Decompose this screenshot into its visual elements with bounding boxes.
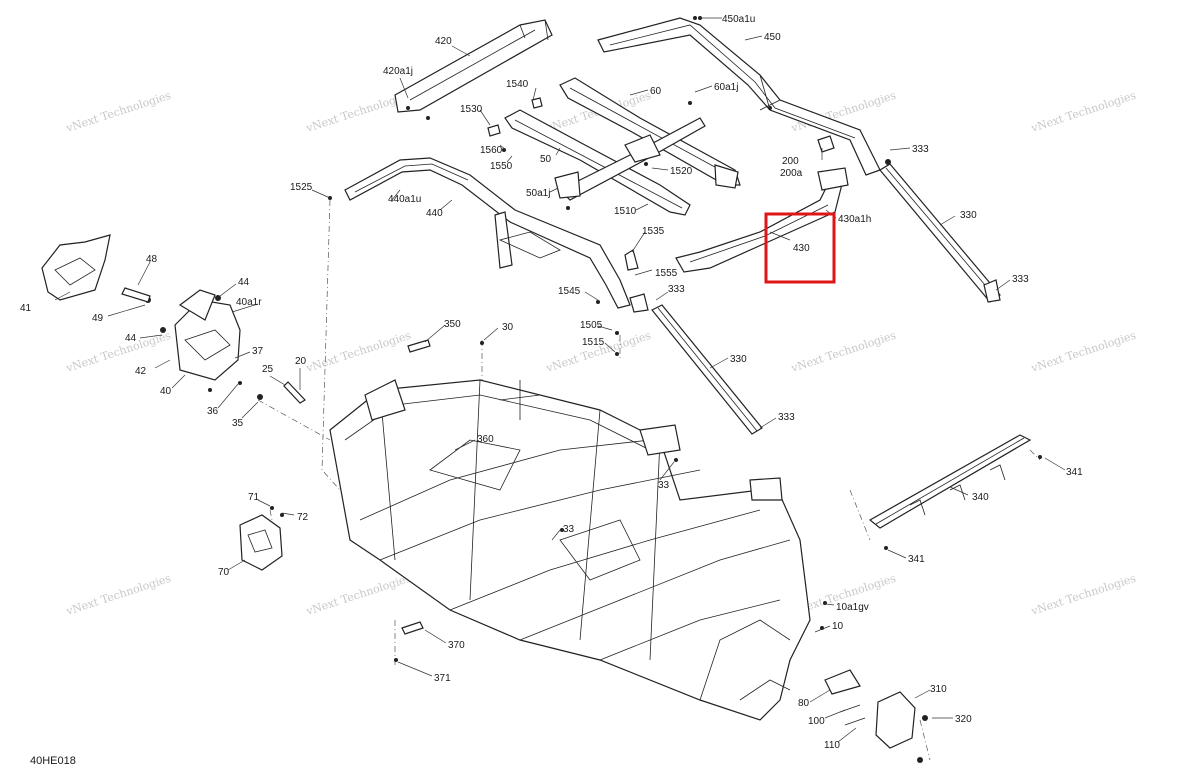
callout-36: 36 — [207, 406, 219, 417]
watermark: vNext Technologies — [304, 329, 413, 376]
callout-44-upper: 44 — [238, 277, 250, 288]
callout-30: 30 — [502, 322, 514, 333]
diagram-id: 40HE018 — [30, 755, 76, 767]
callout-10: 10 — [832, 621, 844, 632]
watermark: vNext Technologies — [1029, 89, 1138, 136]
callout-320: 320 — [955, 714, 972, 725]
callout-450: 450 — [764, 32, 781, 43]
callout-33-lower: 33 — [563, 524, 575, 535]
callout-341-lower: 341 — [908, 554, 925, 565]
callout-25: 25 — [262, 364, 274, 375]
callout-333-low: 333 — [778, 412, 795, 423]
callout-333-top: 333 — [912, 144, 929, 155]
callout-360: 360 — [477, 434, 494, 445]
watermark: vNext Technologies — [64, 89, 173, 136]
part-70-bracket — [239, 514, 283, 571]
callout-37: 37 — [252, 346, 264, 357]
watermark: vNext Technologies — [304, 572, 413, 619]
part-60-bar — [559, 77, 741, 186]
callout-80: 80 — [798, 698, 810, 709]
callout-41: 41 — [20, 303, 32, 314]
part-330-strut-left — [629, 293, 763, 435]
callout-1520: 1520 — [670, 166, 693, 177]
callout-1550: 1550 — [490, 161, 513, 172]
callout-430: 430 — [793, 243, 810, 254]
part-330-strut-right — [879, 159, 1001, 303]
callout-333-right-low: 333 — [1012, 274, 1029, 285]
callout-330-left: 330 — [730, 354, 747, 365]
part-420-bar — [394, 19, 553, 120]
part-50-bar — [504, 109, 739, 216]
callout-42: 42 — [135, 366, 147, 377]
callout-330-right: 330 — [960, 210, 977, 221]
callout-1510: 1510 — [614, 206, 637, 217]
callout-48: 48 — [146, 254, 158, 265]
highlight-box — [764, 212, 836, 284]
callout-72: 72 — [297, 512, 309, 523]
watermark: vNext Technologies — [1029, 329, 1138, 376]
callout-1515: 1515 — [582, 337, 605, 348]
callout-44-lower: 44 — [125, 333, 137, 344]
callout-50a1j: 50a1j — [526, 188, 550, 199]
callout-33-upper: 33 — [658, 480, 670, 491]
part-430-crossbar — [675, 167, 849, 273]
part-41-plate — [41, 234, 111, 301]
callout-370: 370 — [448, 640, 465, 651]
callout-350: 350 — [444, 319, 461, 330]
callout-71: 71 — [248, 492, 260, 503]
part-340-bar — [868, 434, 1032, 529]
callout-labels: 420 420a1j 450a1u 450 60 60a1j 1540 1530… — [20, 14, 1083, 751]
part-40-bracket — [145, 289, 241, 381]
watermark: vNext Technologies — [1029, 572, 1138, 619]
callout-35: 35 — [232, 418, 244, 429]
part-310-bracket — [824, 669, 916, 749]
callout-371: 371 — [434, 673, 451, 684]
watermark: vNext Technologies — [64, 572, 173, 619]
callout-1530: 1530 — [460, 104, 483, 115]
callout-333-mid: 333 — [668, 284, 685, 295]
callout-70: 70 — [218, 567, 230, 578]
main-chassis-frame — [329, 379, 811, 721]
callout-430a1h: 430a1h — [838, 214, 871, 225]
callout-420a1j: 420a1j — [383, 66, 413, 77]
part-440-rollbar — [344, 157, 631, 309]
callout-60: 60 — [650, 86, 662, 97]
callout-1525: 1525 — [290, 182, 313, 193]
callout-310: 310 — [930, 684, 947, 695]
callout-450a1u: 450a1u — [722, 14, 755, 25]
callout-1535: 1535 — [642, 226, 665, 237]
callout-440: 440 — [426, 208, 443, 219]
callout-440a1u: 440a1u — [388, 194, 421, 205]
callout-200a: 200a — [780, 168, 803, 179]
callout-1505: 1505 — [580, 320, 603, 331]
callout-1560: 1560 — [480, 145, 503, 156]
callout-40: 40 — [160, 386, 172, 397]
callout-1545: 1545 — [558, 286, 581, 297]
callout-49: 49 — [92, 313, 104, 324]
leader-lines — [54, 17, 1066, 743]
callout-50: 50 — [540, 154, 552, 165]
callout-20: 20 — [295, 356, 307, 367]
callout-420: 420 — [435, 36, 452, 47]
callout-341-upper: 341 — [1066, 467, 1083, 478]
part-450-rollbar — [597, 16, 881, 176]
callout-1540: 1540 — [506, 79, 529, 90]
callout-1555: 1555 — [655, 268, 678, 279]
callout-100: 100 — [808, 716, 825, 727]
watermark: vNext Technologies — [544, 329, 653, 376]
callout-10a1gv: 10a1gv — [836, 602, 869, 613]
callout-200: 200 — [782, 156, 799, 167]
callout-60a1j: 60a1j — [714, 82, 738, 93]
callout-340: 340 — [972, 492, 989, 503]
callout-110: 110 — [824, 740, 840, 751]
hardware — [121, 16, 1042, 763]
watermark: vNext Technologies — [789, 329, 898, 376]
callout-40a1r: 40a1r — [236, 297, 262, 308]
